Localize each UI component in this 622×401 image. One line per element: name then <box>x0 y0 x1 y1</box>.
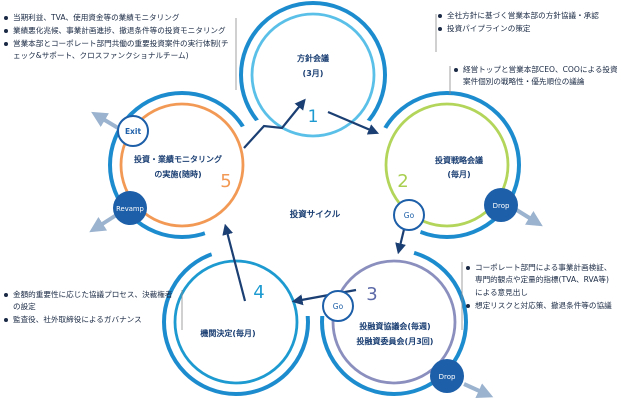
badge-drop-2: Drop <box>484 188 518 222</box>
badge-revamp: Revamp <box>113 191 147 225</box>
stage-2: 投資戦略会議 (毎月) 2 <box>397 155 483 192</box>
stage-1-circle <box>250 12 376 138</box>
stage-2-number: 2 <box>397 171 408 192</box>
note-decision-item: 金額的重要性に応じた協議プロセス、決裁権者の設定 <box>4 289 179 314</box>
stage-2-circle <box>384 102 510 228</box>
badge-go-2: Go <box>393 199 425 231</box>
note-strategy-meeting: 経営トップと営業本部CEO、COOによる投資案件個別の戦略性・優先順位の議論 <box>454 64 620 89</box>
stage-2-title-line-1: 投資戦略会議 <box>435 155 483 165</box>
stage-4: 4 機関決定(毎月) <box>200 282 264 338</box>
arrow-1-to-2 <box>327 110 380 135</box>
drop-2-gray-arrow <box>513 207 543 227</box>
note-strategy-item: 経営トップと営業本部CEO、COOによる投資案件個別の戦略性・優先順位の議論 <box>454 64 620 89</box>
note-connectors <box>181 14 463 330</box>
badge-exit-label: Exit <box>125 127 142 136</box>
badge-go-3: Go <box>322 290 354 322</box>
stage-4-circle <box>173 259 299 385</box>
arrow-5-to-1 <box>243 98 306 149</box>
note-monitoring: 当期利益、TVA、使用資金等の業績モニタリング 業績悪化兆候、事業計画進捗、撤退… <box>4 12 236 63</box>
stage-5-number: 5 <box>220 171 231 192</box>
note-policy-item: 投資パイプラインの策定 <box>438 23 620 35</box>
stage-3-circle <box>331 259 457 385</box>
stage-1: 方針会議 (3月) 1 <box>297 53 329 127</box>
badge-revamp-label: Revamp <box>116 205 144 213</box>
revamp-gray-arrow <box>89 212 120 233</box>
stage-4-number: 4 <box>253 282 264 303</box>
note-council-item: コーポレート部門による事業計画検証、専門的観点や定量的指標(TVA、RVA等)に… <box>466 262 616 299</box>
stage-5-circle <box>119 102 245 228</box>
note-monitoring-item: 営業本部とコーポレート部門共働の重要投資案件の実行体制(チェック&サポート、クロ… <box>4 38 236 63</box>
note-monitoring-item: 業績悪化兆候、事業計画進捗、撤退条件等の投資モニタリング <box>4 25 236 37</box>
stage-1-title-line-1: 方針会議 <box>297 53 329 63</box>
inner-circles <box>119 12 510 385</box>
stage-3-title-line-1: 投融資協議会(毎週) <box>359 321 430 331</box>
note-institutional-decision: 金額的重要性に応じた協議プロセス、決裁権者の設定 監査役、社外取締役によるガバナ… <box>4 289 179 327</box>
drop-3-gray-arrow <box>463 382 494 398</box>
stage-5: 投資・業績モニタリング の実施(随時) 5 <box>134 154 232 192</box>
note-monitoring-item: 当期利益、TVA、使用資金等の業績モニタリング <box>4 12 236 24</box>
note-policy-item: 全社方針に基づく営業本部の方針協議・承認 <box>438 10 620 22</box>
exit-arrows <box>89 111 543 398</box>
note-council-item: 想定リスクと対応策、撤退条件等の協議 <box>466 300 616 312</box>
stage-5-title-line-2: の実施(随時) <box>154 169 201 179</box>
badge-drop-3: Drop <box>430 359 464 393</box>
stage-5-title-line-1: 投資・業績モニタリング <box>134 154 222 164</box>
badge-drop-2-label: Drop <box>493 202 510 210</box>
stage-3: 3 投融資協議会(毎週) 投融資委員会(月3回) <box>357 284 434 346</box>
exit-gray-arrow <box>91 111 120 130</box>
arrow-4-to-5 <box>222 223 247 302</box>
stage-2-title-line-2: (毎月) <box>447 169 470 179</box>
stage-1-title-line-2: (3月) <box>303 69 324 78</box>
stage-3-title-line-2: 投融資委員会(月3回) <box>357 336 434 346</box>
badge-drop-3-label: Drop <box>439 373 456 381</box>
note-investment-council: コーポレート部門による事業計画検証、専門的観点や定量的指標(TVA、RVA等)に… <box>466 262 616 312</box>
stage-1-number: 1 <box>308 107 319 127</box>
stage-3-number: 3 <box>366 284 377 305</box>
cycle-arrows <box>222 98 410 306</box>
center-label: 投資サイクル <box>290 209 341 220</box>
stage-4-title-line-1: 機関決定(毎月) <box>200 328 255 338</box>
note-decision-item: 監査役、社外取締役によるガバナンス <box>4 314 179 326</box>
badge-go-3-label: Go <box>333 302 344 311</box>
note-policy-meeting: 全社方針に基づく営業本部の方針協議・承認 投資パイプラインの策定 <box>438 10 620 35</box>
badge-exit: Exit <box>117 115 149 147</box>
badge-go-2-label: Go <box>404 211 415 220</box>
